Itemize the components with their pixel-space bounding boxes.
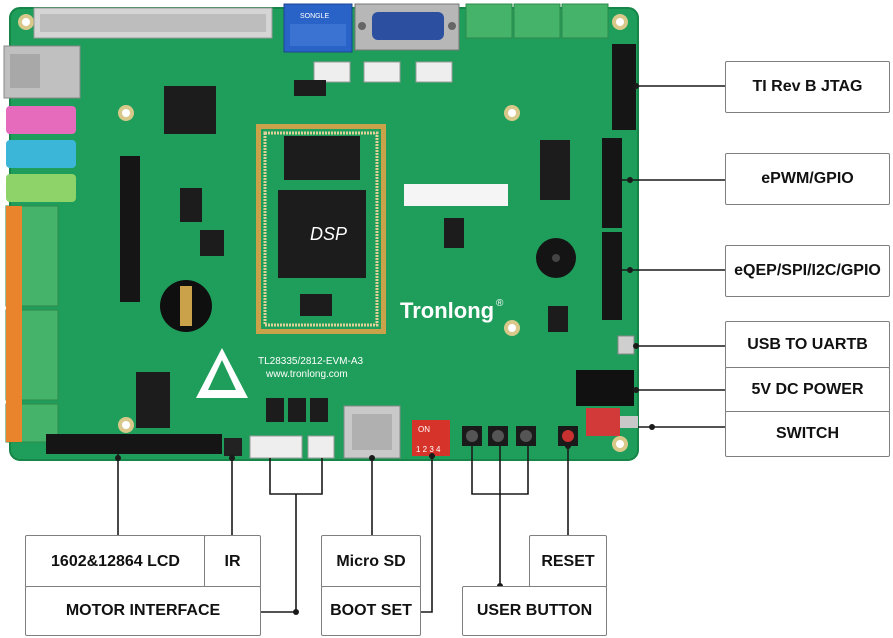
label-usb-uart-text: USB TO UARTB	[747, 336, 868, 353]
top-header-connector	[33, 7, 273, 39]
power-switch	[586, 408, 638, 436]
ir-receiver	[224, 438, 242, 456]
label-epwm: ePWM/GPIO	[725, 153, 890, 205]
label-ir: IR	[204, 535, 261, 588]
label-user-button: USER BUTTON	[462, 586, 607, 636]
db9-serial-connector	[354, 3, 460, 51]
model-text: TL28335/2812-EVM-A3	[258, 356, 364, 367]
top-terminal-blocks	[465, 3, 609, 39]
label-ir-text: IR	[224, 552, 241, 570]
jtag-header	[612, 44, 636, 130]
lcd-header	[46, 434, 222, 454]
ethernet-port	[3, 45, 81, 99]
label-dc-power-text: 5V DC POWER	[751, 381, 864, 398]
ethernet-chip	[164, 86, 216, 134]
dip-switch: ON 1 2 3 4	[412, 420, 450, 456]
label-micro-sd-text: Micro SD	[336, 552, 406, 570]
brand-text: Tronlong	[400, 298, 494, 323]
label-epwm-text: ePWM/GPIO	[761, 170, 854, 187]
relay-text: SONGLE	[300, 13, 330, 20]
label-switch-text: SWITCH	[775, 425, 840, 442]
left-terminal-blocks	[5, 205, 59, 443]
esd-warning-symbol	[196, 348, 248, 398]
label-micro-sd: Micro SD	[321, 535, 421, 588]
label-jtag-text: TI Rev B JTAG	[752, 78, 863, 95]
registered-mark: ®	[496, 298, 504, 309]
tft-lcd-header	[120, 156, 140, 302]
misc-chips	[136, 80, 570, 428]
label-switch: SWITCH	[725, 411, 890, 457]
user-buttons	[462, 426, 536, 446]
top-white-connectors	[313, 61, 453, 83]
board-blank-label	[404, 184, 508, 206]
motor-connectors	[249, 435, 335, 459]
buzzer	[536, 238, 576, 278]
reset-button	[558, 426, 578, 446]
label-motor: MOTOR INTERFACE	[25, 586, 261, 636]
label-boot-set-text: BOOT SET	[330, 602, 412, 619]
label-reset: RESET	[529, 535, 607, 588]
epwm-header	[602, 138, 622, 228]
label-lcd: 1602&12864 LCD	[25, 535, 206, 588]
usb-port	[617, 335, 635, 355]
dip-on-text: ON	[418, 425, 430, 434]
dsp-chip-text: DSP	[310, 224, 347, 244]
label-eqep-text: eQEP/SPI/I2C/GPIO	[734, 262, 881, 279]
dip-numbers-text: 1 2 3 4	[416, 445, 441, 454]
leader-dots	[115, 83, 655, 615]
label-lcd-text: 1602&12864 LCD	[51, 552, 180, 570]
label-usb-uart: USB TO UARTB	[725, 321, 890, 369]
label-reset-text: RESET	[541, 552, 595, 570]
dc-power-jack	[576, 370, 634, 406]
label-boot-set: BOOT SET	[321, 586, 421, 636]
relay: SONGLE	[283, 3, 353, 53]
eqep-header	[602, 232, 622, 320]
micro-sd-slot	[343, 405, 401, 459]
label-user-button-text: USER BUTTON	[476, 602, 593, 619]
label-jtag: TI Rev B JTAG	[725, 61, 890, 113]
label-dc-power: 5V DC POWER	[725, 367, 890, 413]
rtc-battery	[160, 280, 212, 332]
dsp-core-module: DSP	[256, 124, 386, 334]
audio-jacks	[6, 106, 76, 202]
label-motor-text: MOTOR INTERFACE	[65, 602, 221, 619]
label-eqep: eQEP/SPI/I2C/GPIO	[725, 245, 890, 297]
website-text: www.tronlong.com	[265, 369, 348, 380]
motor-driver-chips	[266, 398, 328, 422]
